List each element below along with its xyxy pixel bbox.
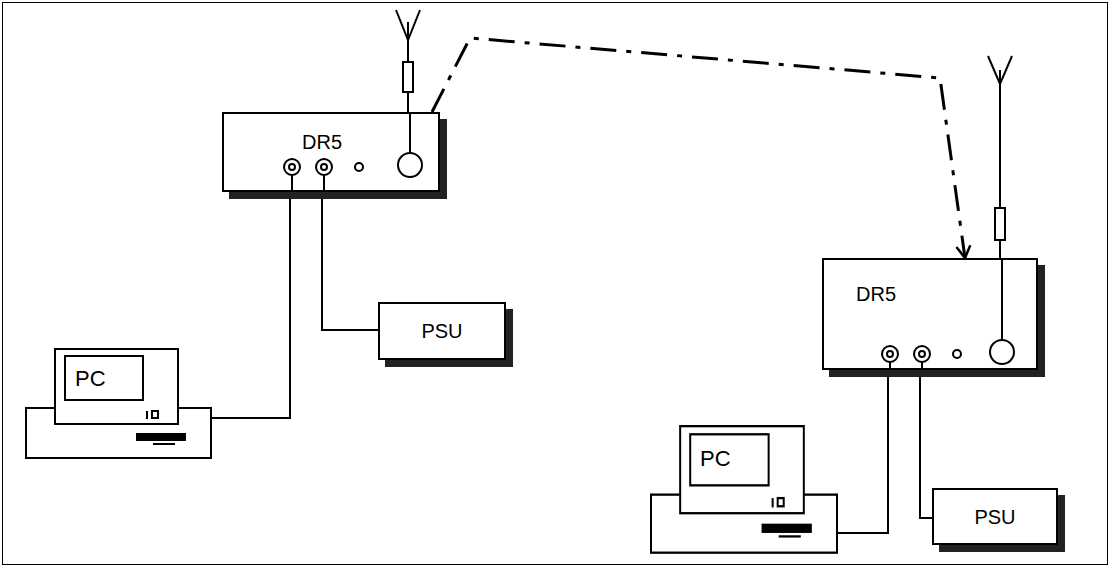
power-supply: PSU	[932, 488, 1058, 545]
power-supply: PSU	[378, 302, 506, 360]
node-label: PSU	[421, 321, 462, 341]
radio-panel	[824, 260, 1036, 368]
node-label: DR5	[856, 284, 896, 304]
node-label: PC	[75, 368, 106, 390]
radio-unit: DR5	[222, 112, 440, 192]
radio-unit: DR5	[822, 258, 1038, 370]
computer: PC	[650, 425, 838, 555]
cable	[212, 190, 290, 418]
cable	[838, 368, 888, 533]
computer: PC	[25, 348, 212, 460]
cable	[920, 368, 932, 518]
computer-icon	[650, 425, 838, 555]
computer-icon	[25, 348, 212, 460]
node-label: PC	[700, 448, 731, 470]
radio-link-arrow	[432, 38, 965, 258]
radio-panel	[224, 114, 438, 190]
node-label: PSU	[974, 507, 1015, 527]
cable	[322, 190, 378, 330]
node-label: DR5	[302, 132, 342, 152]
